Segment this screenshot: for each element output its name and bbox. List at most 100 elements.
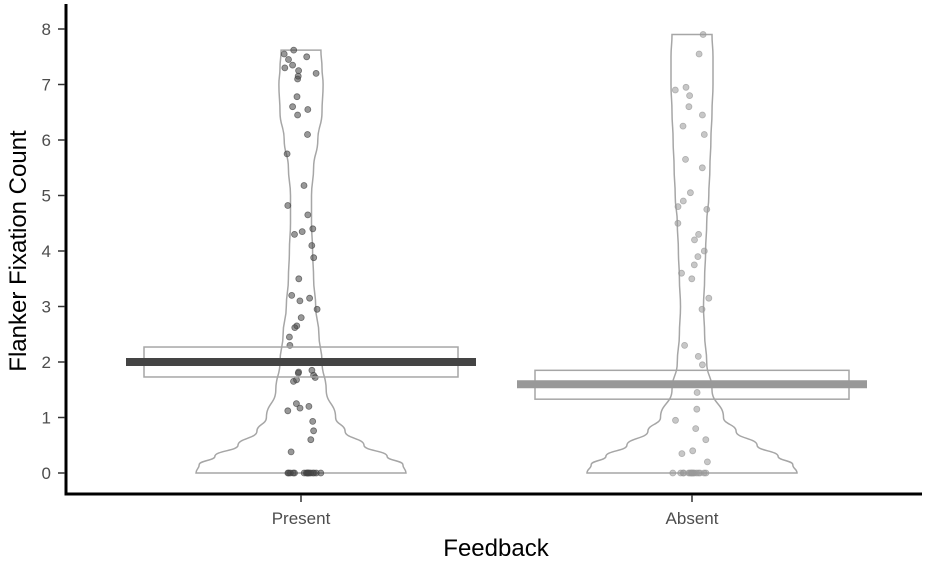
points-present [280,46,325,477]
data-point [704,458,711,466]
violin-absent [586,33,798,474]
data-point [283,150,291,158]
data-point [280,50,288,58]
data-point [699,31,707,38]
data-point [685,103,693,111]
data-point [695,469,702,477]
data-point [281,64,289,72]
data-point [699,361,706,369]
data-point [294,72,302,80]
x-tick-label-present: Present [272,509,331,528]
data-point [698,164,706,172]
data-point [285,333,293,341]
data-point [671,86,679,94]
data-point [298,228,306,236]
data-point [291,230,298,238]
data-point [689,447,697,455]
y-tick-label: 4 [42,242,51,261]
data-point [286,469,294,477]
data-point [294,111,302,119]
data-point [284,202,292,209]
data-point [305,402,313,410]
data-point [698,305,706,313]
y-tick-label: 7 [42,76,51,95]
data-point [304,211,312,219]
data-point [672,416,679,424]
data-point [289,103,297,111]
x-tick-label-absent: Absent [666,509,719,528]
data-point [284,407,292,415]
y-axis-title: Flanker Fixation Count [5,130,32,372]
data-point [678,269,685,277]
data-point [309,225,317,233]
data-point [292,400,300,408]
y-tick-label: 3 [42,298,51,317]
points-absent [669,31,713,477]
data-point [293,93,301,101]
data-point [680,469,688,477]
y-tick-label: 6 [42,131,51,150]
data-point [674,203,682,211]
data-point [295,368,303,376]
data-point [688,469,695,477]
data-point [300,469,308,477]
data-point [303,53,311,61]
data-point [693,389,701,396]
data-point [705,294,713,302]
data-point [289,61,297,69]
data-point [296,297,304,305]
data-point [304,131,311,138]
data-point [669,469,677,477]
data-point [694,253,702,261]
data-point [700,247,708,255]
data-point [293,322,301,330]
data-point [308,366,316,374]
data-point [695,230,702,238]
y-tick-label: 0 [42,464,51,483]
data-point [309,417,317,425]
data-point [690,261,698,269]
data-point [300,182,308,189]
axes: Present Absent 0 1 2 3 4 5 6 7 8 [42,4,922,528]
data-point [694,352,702,360]
data-point [306,294,314,302]
data-point [308,242,316,249]
plot-area [126,31,867,477]
data-point [703,205,711,213]
data-point [290,46,298,54]
data-point [679,197,687,205]
data-point [682,83,690,91]
data-point [285,56,292,63]
data-point [702,436,710,444]
data-point [310,254,318,262]
data-point [295,67,303,74]
data-point [681,341,688,349]
y-tick-label: 5 [42,187,51,206]
data-point [307,436,315,444]
data-point [309,469,317,477]
data-point [674,219,682,227]
data-point [287,448,295,456]
data-point [313,305,321,313]
data-point [699,111,706,119]
data-point [682,155,689,163]
data-point [304,106,312,113]
data-point [297,314,305,322]
data-point [296,404,304,412]
y-tick-label: 2 [42,353,51,372]
y-tick-label: 1 [42,409,51,428]
data-point [700,131,708,138]
data-point [692,425,700,433]
data-point [688,275,696,283]
data-point [686,92,693,99]
data-point [691,236,698,244]
data-point [693,405,701,413]
y-tick-label: 8 [42,20,51,39]
data-point [702,469,710,477]
x-axis-title: Feedback [443,535,549,562]
data-point [295,275,303,283]
data-point [312,70,320,77]
data-point [288,291,296,299]
violin-present [195,49,407,474]
